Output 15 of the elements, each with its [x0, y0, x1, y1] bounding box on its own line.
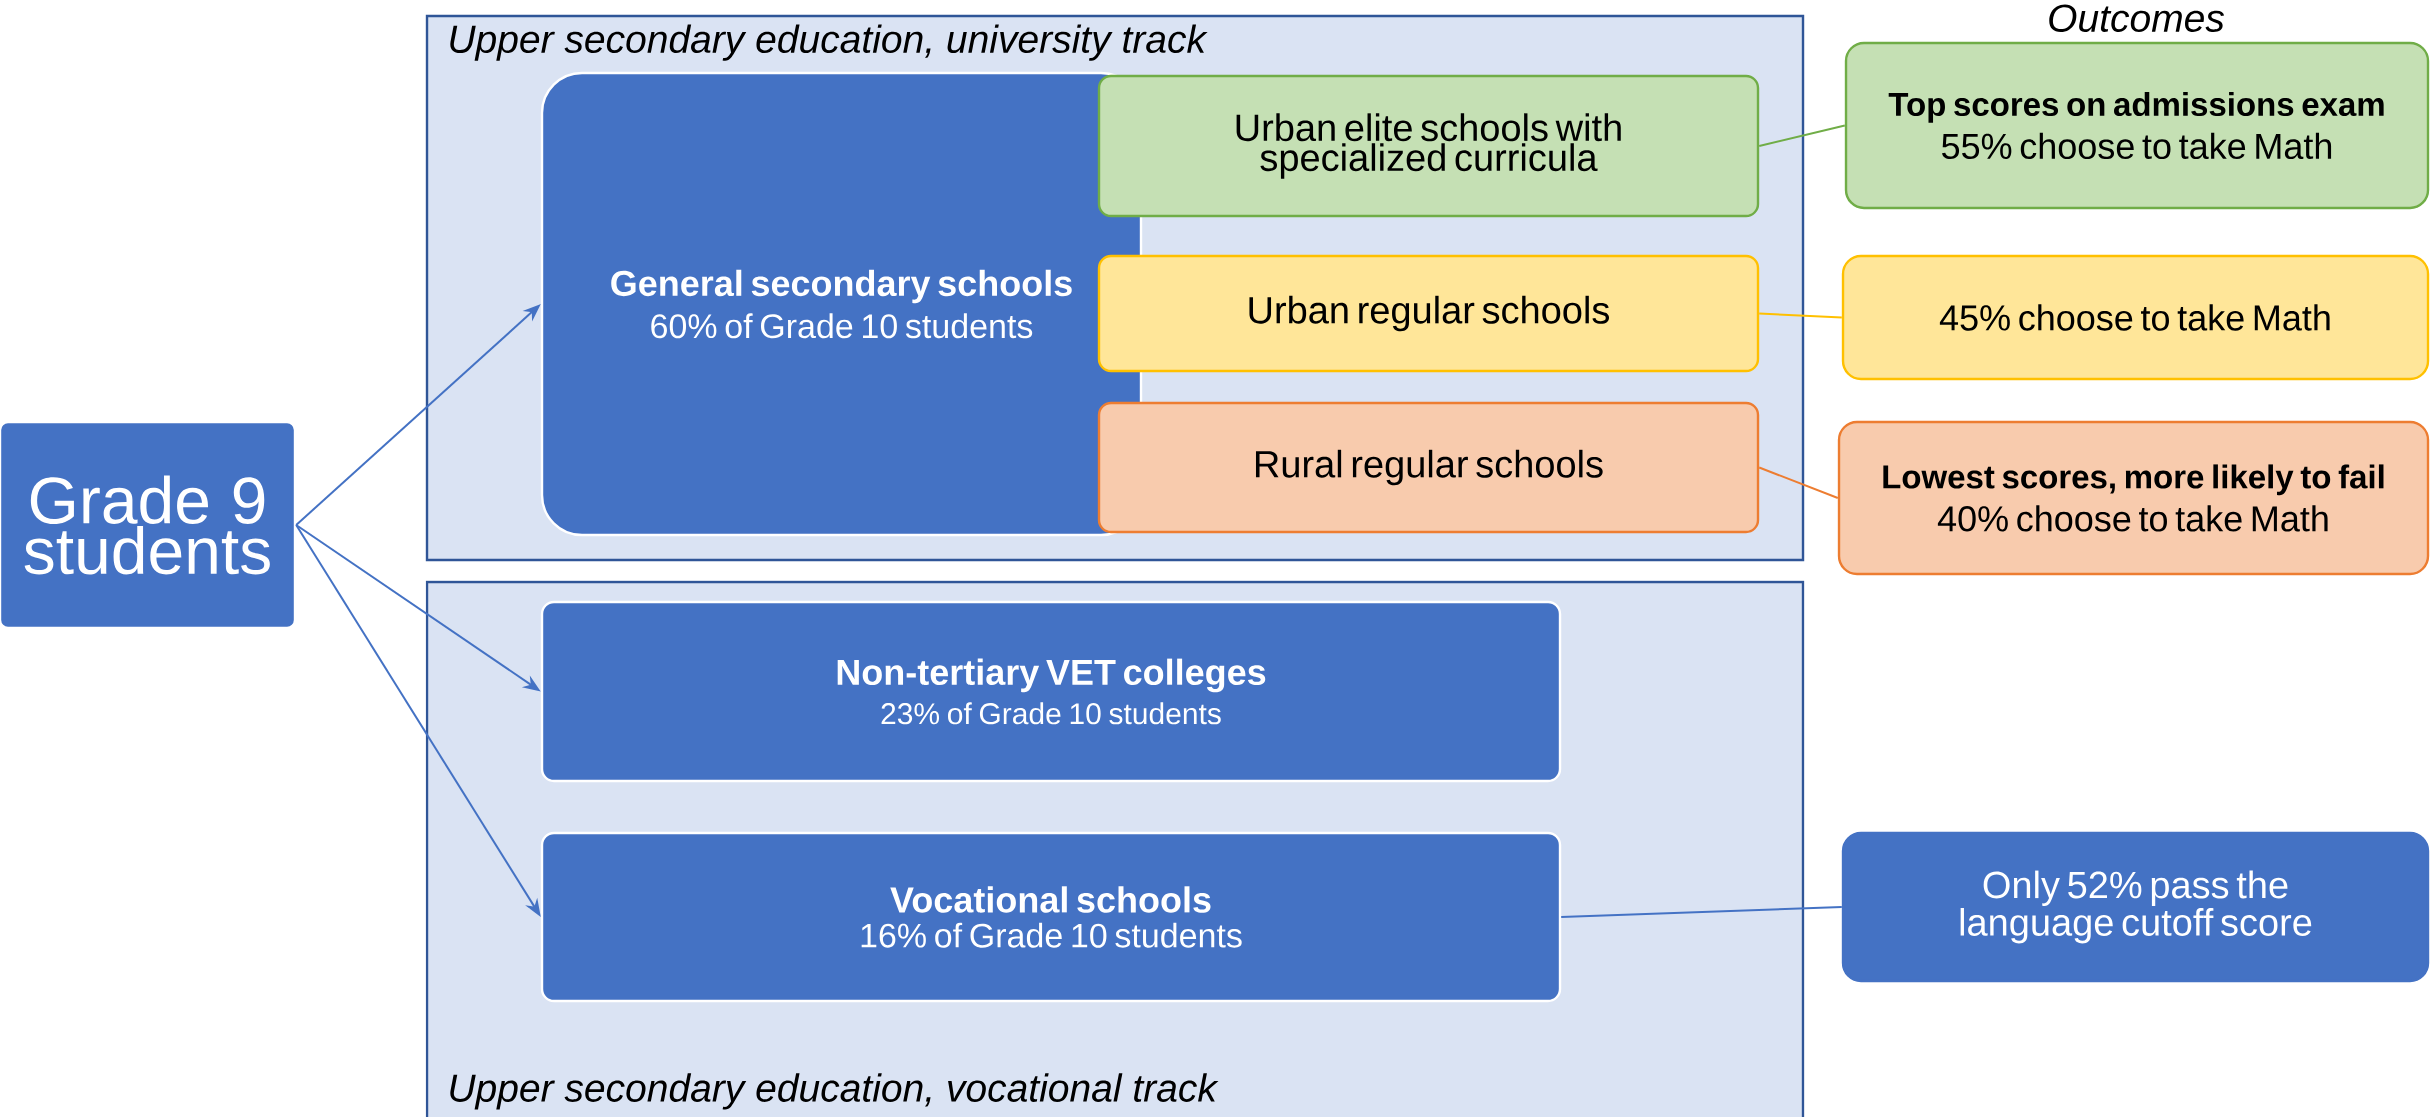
school-type-box: Non-tertiary VET colleges 23% of Grade 10 students: [540, 600, 1562, 783]
connector-line: [1560, 906, 1843, 918]
school-type-box: Vocational schools 16% of Grade 10 students: [540, 831, 1562, 1003]
school-box: Urban regular schools: [1097, 254, 1760, 373]
school-box: Urban elite schools with specialized curricula: [1097, 74, 1760, 218]
outcome-box: 45% choose to take Math: [1841, 254, 2430, 381]
school-type-box: General secondary schools 60% of Grade 10 students: [540, 71, 1143, 537]
connector-line: [1758, 124, 1846, 147]
start-box: Grade 9 students: [0, 420, 297, 630]
outcome-box: Top scores on admissions exam 55% choose to take Math: [1844, 41, 2430, 210]
school-box: Rural regular schools: [1097, 401, 1760, 534]
outcome-box: Only 52% pass the language cutoff score: [1841, 831, 2430, 983]
outcome-box: Lowest scores, more likely to fail 40% choose to take Math: [1837, 420, 2430, 576]
connector-line: [1758, 312, 1843, 319]
connector-line: [1758, 466, 1839, 499]
